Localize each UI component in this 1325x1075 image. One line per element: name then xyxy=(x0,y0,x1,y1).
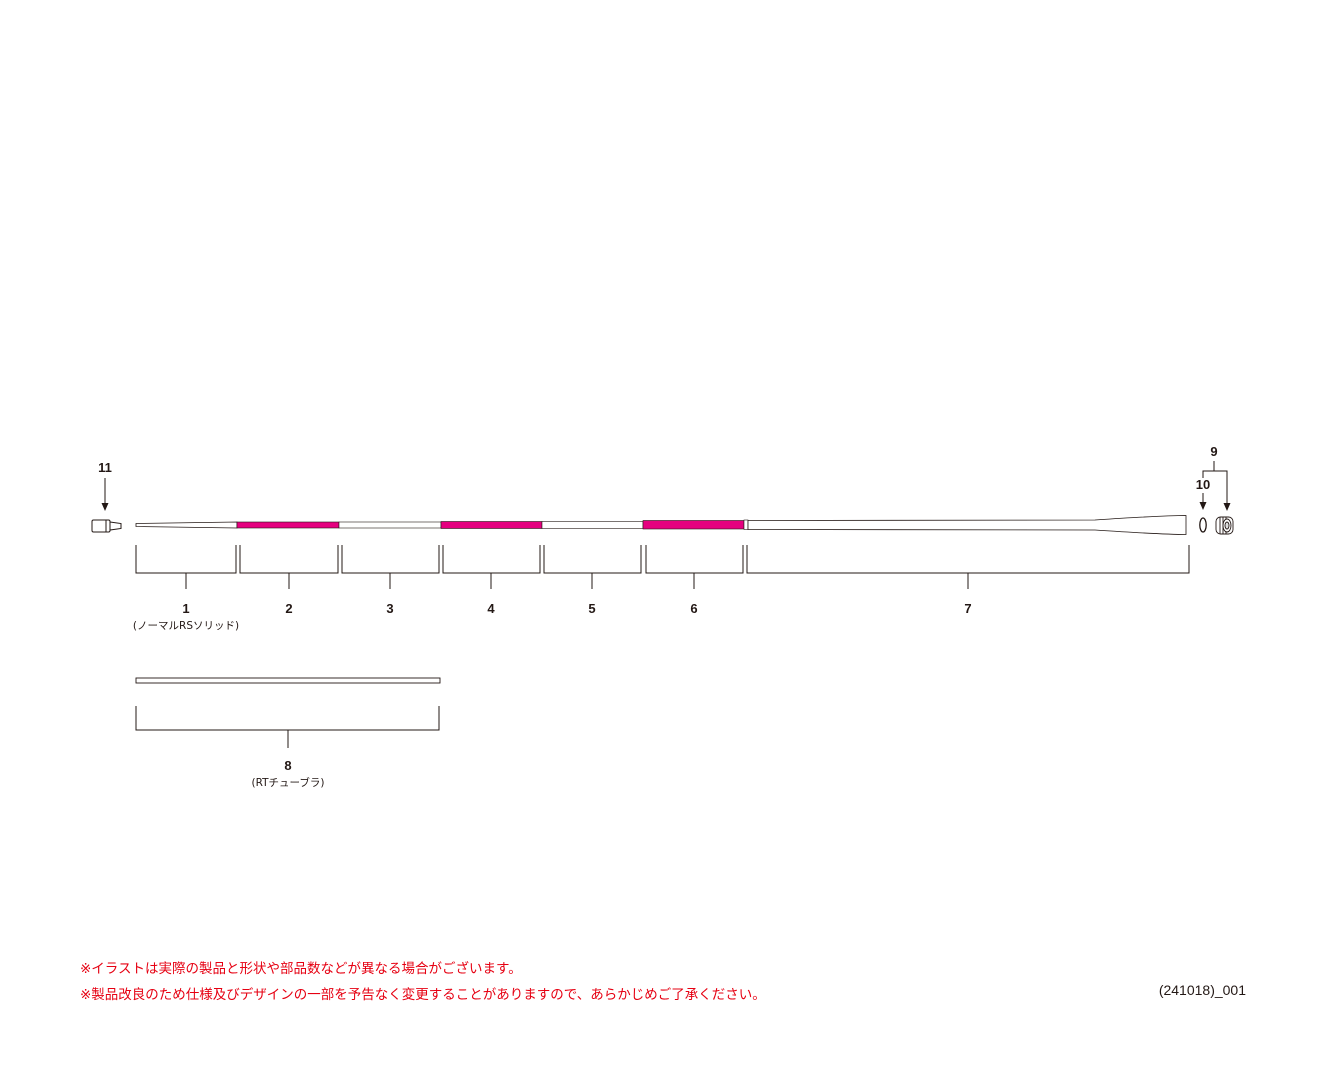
arrow-11 xyxy=(101,478,109,511)
rod-section-1 xyxy=(135,521,238,529)
bracket-7 xyxy=(746,545,1190,589)
document-code: (241018)_001 xyxy=(1158,982,1246,998)
label-part-7: 7 xyxy=(964,601,971,616)
butt-cap-part xyxy=(1215,516,1234,535)
label-part-4: 4 xyxy=(487,601,495,616)
disclaimer-note-1: ※イラストは実際の製品と形状や部品数などが異なる場合がございます。 xyxy=(80,961,522,977)
label-part-8: 8 xyxy=(284,758,291,773)
arrow-9-head xyxy=(1223,503,1231,511)
bracket-9 xyxy=(1202,461,1228,504)
rod-section-3 xyxy=(338,521,442,529)
label-part-10: 10 xyxy=(1196,477,1210,492)
bracket-1 xyxy=(135,545,237,589)
arrow-10 xyxy=(1199,493,1207,510)
rod-section-7 xyxy=(747,515,1187,535)
rod-section-5 xyxy=(541,521,644,529)
rod-section-2 xyxy=(236,521,340,529)
part-brackets xyxy=(135,545,1190,589)
label-part-6: 6 xyxy=(690,601,697,616)
rod xyxy=(135,515,1187,535)
label-part-11: 11 xyxy=(98,460,112,475)
rod-joint xyxy=(743,519,749,530)
bracket-6 xyxy=(645,545,744,589)
bracket-5 xyxy=(543,545,642,589)
bracket-2 xyxy=(239,545,339,589)
sublabel-part-8: (RTチューブラ) xyxy=(251,776,324,789)
disclaimer-note-2: ※製品改良のため仕様及びデザインの一部を予告なく変更することがありますので、あら… xyxy=(80,987,766,1003)
bracket-3 xyxy=(341,545,440,589)
rod-section-6 xyxy=(642,520,745,530)
label-part-5: 5 xyxy=(588,601,595,616)
bracket-8 xyxy=(135,706,440,748)
label-part-1: 1 xyxy=(182,601,189,616)
rod-section-4 xyxy=(440,521,543,529)
o-ring-part xyxy=(1199,517,1207,533)
label-part-3: 3 xyxy=(386,601,393,616)
label-part-2: 2 xyxy=(285,601,292,616)
sublabel-part-1: (ノーマルRSソリッド) xyxy=(133,620,239,632)
tubular-tip-part xyxy=(135,677,441,684)
tip-top-part xyxy=(91,519,122,533)
label-part-9: 9 xyxy=(1210,444,1217,459)
bracket-4 xyxy=(442,545,541,589)
